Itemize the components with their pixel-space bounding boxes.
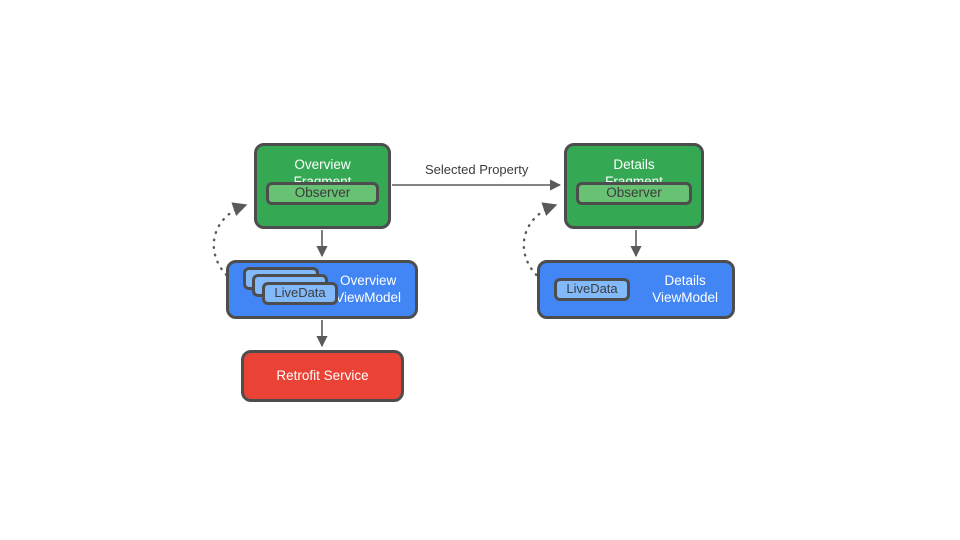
overview-viewmodel-label: Overview ViewModel (335, 272, 401, 305)
details-livedata-card-1[interactable]: LiveData (554, 277, 630, 301)
node-overview-fragment[interactable]: Overview Fragment Observer (254, 143, 391, 229)
retrofit-service-label: Retrofit Service (276, 367, 369, 383)
node-overview-viewmodel[interactable]: LiveData Overview ViewModel (226, 260, 418, 319)
node-details-viewmodel[interactable]: LiveData Details ViewModel (537, 260, 735, 319)
node-retrofit-service[interactable]: Retrofit Service (241, 350, 404, 402)
node-details-fragment[interactable]: Details Fragment Observer (564, 143, 704, 229)
overview-fragment-observer[interactable]: Observer (266, 182, 379, 205)
overview-livedata-stack: LiveData (243, 266, 339, 313)
overview-livedata-card-3[interactable]: LiveData (262, 281, 338, 305)
edge-label-selected-property: Selected Property (425, 162, 529, 177)
details-livedata-stack: LiveData (554, 267, 636, 313)
details-fragment-observer[interactable]: Observer (576, 182, 692, 205)
details-viewmodel-label: Details ViewModel (652, 272, 718, 305)
